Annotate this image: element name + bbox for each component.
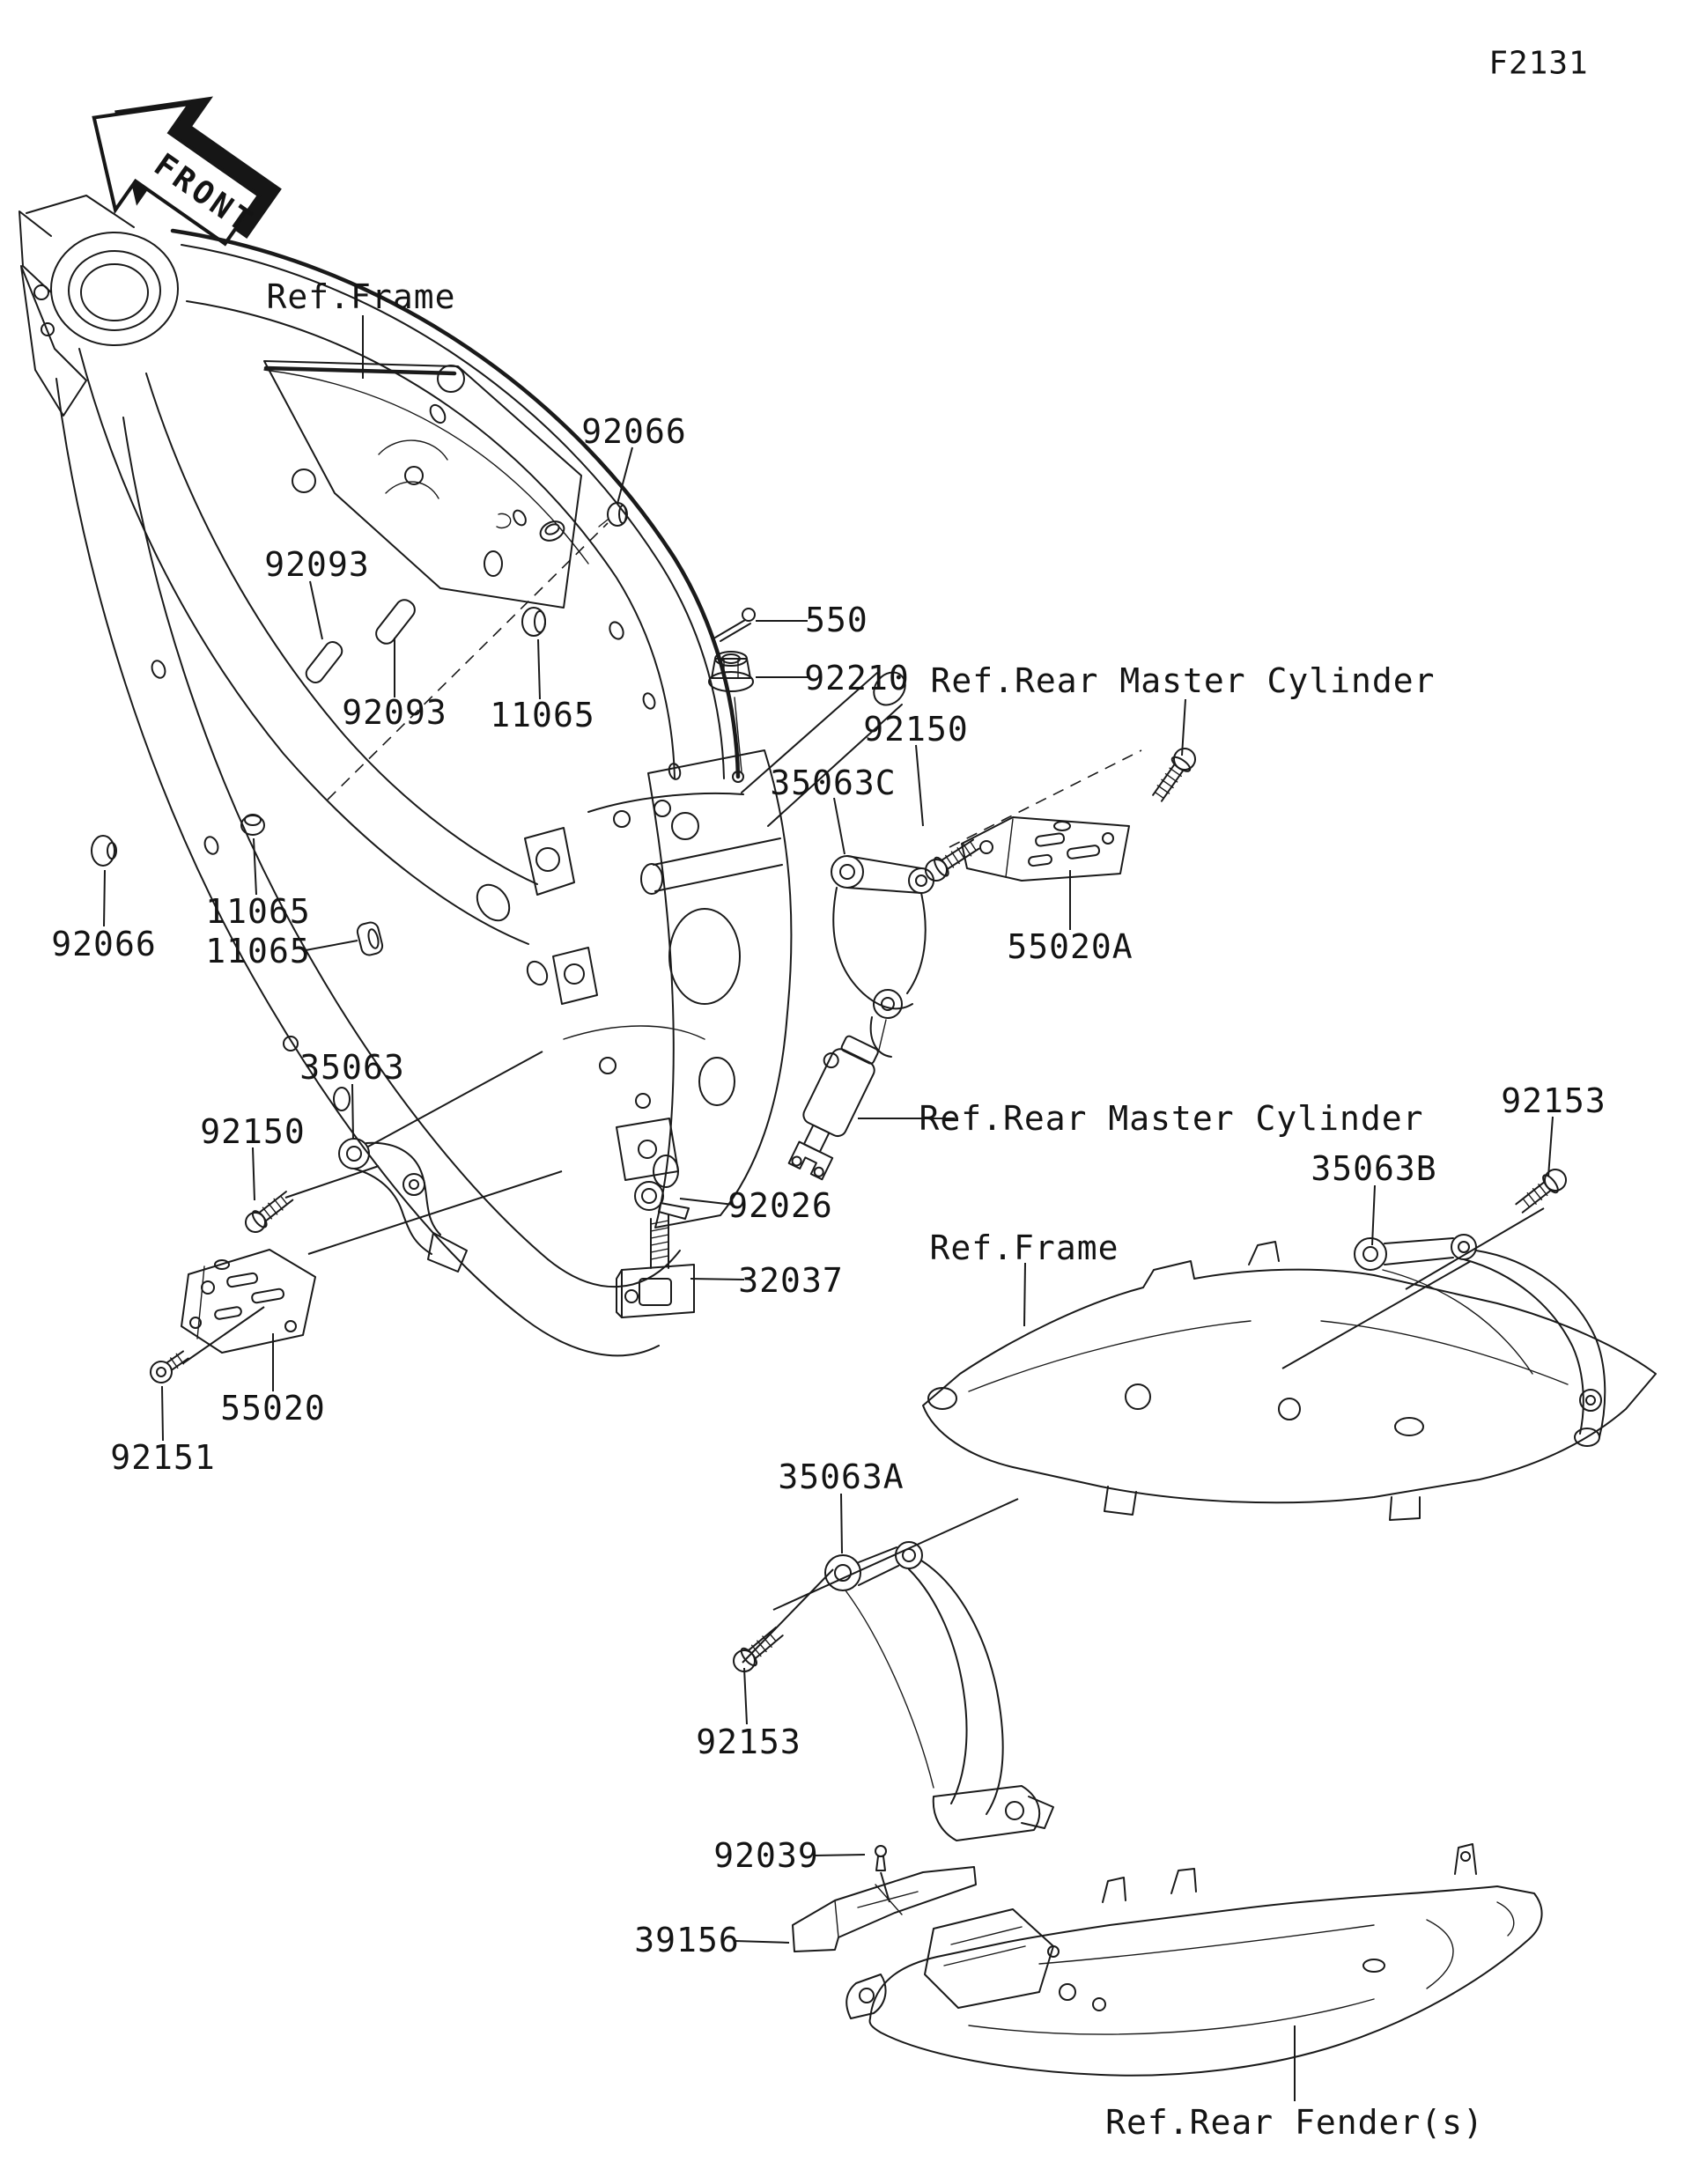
- part-label-11065-c: 11065: [205, 932, 311, 970]
- part-label-92153-right: 92153: [1501, 1081, 1606, 1120]
- part-label-92150-right: 92150: [863, 710, 969, 749]
- part-label-11065-b: 11065: [205, 892, 311, 931]
- front-arrow-face: [57, 63, 278, 272]
- plug-11065-b: [241, 815, 264, 835]
- part-label-92093-a: 92093: [264, 545, 370, 584]
- part-label-550: 550: [805, 601, 868, 639]
- part-label-92066-left: 92066: [51, 925, 157, 963]
- part-label-39156: 39156: [634, 1921, 740, 1959]
- part-label-92026: 92026: [727, 1186, 833, 1225]
- ref-label-rear-master-cylinder-mid: Ref.Rear Master Cylinder: [919, 1099, 1424, 1138]
- part-label-92153-bottom: 92153: [696, 1723, 801, 1761]
- ref-label-frame-mid: Ref.Frame: [929, 1228, 1119, 1267]
- part-label-35063b: 35063B: [1311, 1149, 1437, 1188]
- bolt-92150-right: [921, 836, 981, 885]
- rear-fender-assembly: [846, 1844, 1541, 2076]
- washer-92026: [635, 1182, 689, 1219]
- plug-92066-left: [92, 836, 116, 866]
- linkage-35063c: [831, 856, 934, 1057]
- flange-nut-92210: [709, 652, 753, 691]
- part-label-92039: 92039: [713, 1836, 819, 1875]
- screw-92151: [146, 1347, 191, 1387]
- rear-master-cylinder: [776, 1030, 883, 1179]
- part-label-92150-left: 92150: [200, 1112, 306, 1151]
- figure-code: F2131: [1488, 45, 1589, 82]
- part-label-92066-top: 92066: [581, 412, 687, 451]
- bracket-35063: [339, 1139, 467, 1272]
- part-label-35063c: 35063C: [770, 764, 897, 802]
- part-label-55020: 55020: [220, 1389, 326, 1428]
- grommet-11065-c: [356, 921, 384, 957]
- part-label-92151: 92151: [110, 1438, 216, 1477]
- part-label-35063a: 35063A: [778, 1457, 905, 1496]
- front-arrow: FRONT: [57, 49, 300, 281]
- leader-lines: [104, 315, 1553, 2101]
- heat-guard-55020: [181, 1250, 315, 1353]
- part-label-92210: 92210: [804, 659, 910, 697]
- part-label-55020a: 55020A: [1007, 927, 1133, 966]
- screw-92066-top: [599, 503, 627, 527]
- frame-drawing: [19, 196, 912, 1355]
- cotter-pin-550: [715, 609, 755, 641]
- pad-92093-a: [303, 638, 345, 685]
- bracket-35063b: [1355, 1235, 1605, 1446]
- flap-39156: [793, 1867, 976, 1952]
- rear-subframe-bracket: [923, 1242, 1656, 1520]
- plug-11065-a: [522, 518, 567, 636]
- ref-label-rear-fender: Ref.Rear Fender(s): [1105, 2103, 1484, 2142]
- pointer-lines: [183, 523, 1544, 1902]
- ref-label-rear-master-cylinder-top: Ref.Rear Master Cylinder: [930, 661, 1436, 700]
- part-label-11065-a: 11065: [490, 696, 595, 734]
- bolt-92153-bottom: [729, 1623, 786, 1676]
- part-label-32037: 32037: [738, 1261, 844, 1300]
- bolt-92153-right: [1513, 1165, 1570, 1216]
- stud-bracket-32037: [617, 1215, 694, 1317]
- bolt-rear-master-cylinder-mount: [1148, 744, 1200, 804]
- part-label-35063: 35063: [299, 1048, 405, 1087]
- rivet-92039: [875, 1846, 886, 1870]
- bolt-92150-left: [242, 1188, 296, 1236]
- ref-label-frame-top: Ref.Frame: [266, 277, 456, 316]
- heat-guard-55020a: [962, 817, 1129, 881]
- bracket-35063a: [825, 1542, 1053, 1841]
- pad-92093-b: [373, 596, 418, 647]
- part-label-92093-b: 92093: [342, 693, 447, 732]
